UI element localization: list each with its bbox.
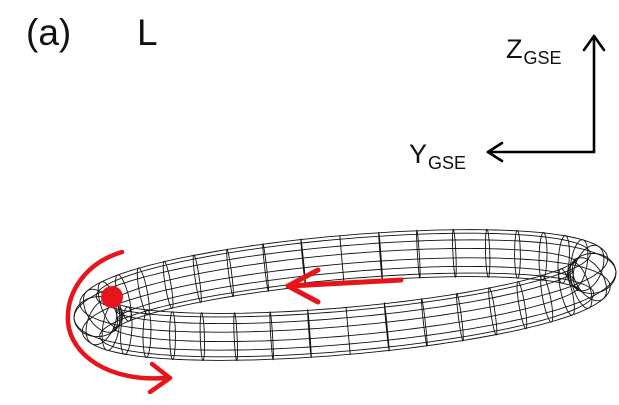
torus-meridian <box>227 249 234 297</box>
torus-parallel <box>74 240 616 350</box>
torus-meridian <box>137 268 149 315</box>
torus-meridian <box>340 235 344 283</box>
torus-meridian <box>517 282 527 329</box>
torus-meridian <box>515 230 521 278</box>
torus-meridian <box>541 275 553 322</box>
torus-meridian <box>163 261 173 308</box>
torus-meridian <box>417 230 421 278</box>
torus-meridian <box>457 293 464 341</box>
torus-meridian <box>379 232 383 280</box>
torus-meridian <box>263 244 269 291</box>
torus-meridian <box>170 312 176 360</box>
torus-meridian <box>270 312 274 360</box>
torus-meridian <box>143 310 151 358</box>
flow-arrow-shaft-icon <box>290 280 401 286</box>
torus-meridian <box>539 233 547 281</box>
torus-meridian <box>384 303 389 351</box>
torus-meridian <box>200 313 204 361</box>
torus-meridian <box>346 307 350 355</box>
torus-meridian <box>193 255 201 302</box>
torus-meridian <box>453 229 457 277</box>
torus-meridian <box>489 288 497 335</box>
coordinate-axes <box>488 36 604 161</box>
torus-meridian <box>486 229 490 277</box>
red-dot-marker-icon <box>101 286 123 308</box>
torus-meridian <box>422 299 428 347</box>
torus-meridian <box>308 310 312 358</box>
torus-meridian <box>234 313 238 361</box>
torus-parallel <box>117 266 574 323</box>
wireframe-torus-icon <box>74 229 616 360</box>
